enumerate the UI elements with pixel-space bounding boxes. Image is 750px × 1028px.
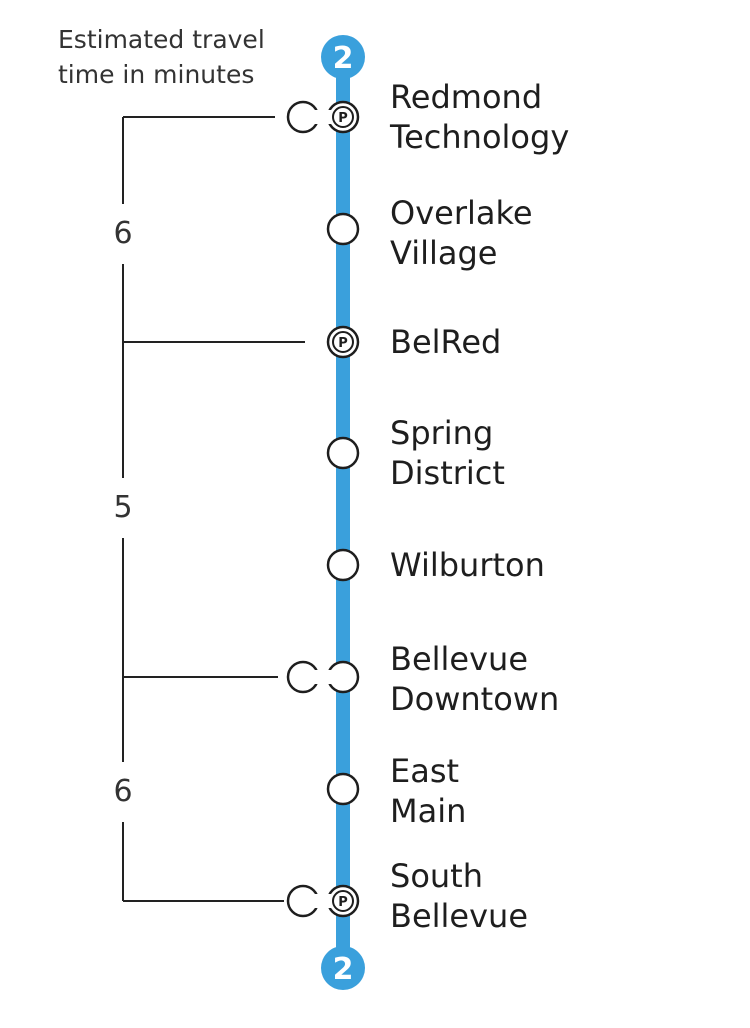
station-name-line-1: Wilburton bbox=[390, 546, 545, 584]
station-name-line-1: Bellevue bbox=[390, 640, 528, 678]
svg-text:P: P bbox=[338, 111, 348, 126]
station-spring-district: Spring District bbox=[326, 414, 505, 492]
caption-line-1: Estimated travel bbox=[58, 25, 265, 54]
parking-icon: P bbox=[332, 106, 354, 128]
line-badge-number: 2 bbox=[333, 952, 354, 987]
line-badge-circle bbox=[321, 946, 365, 990]
transfer-connector bbox=[313, 110, 338, 124]
travel-time-belred-to-bellevue-downtown: 5 bbox=[113, 490, 132, 525]
station-overlake-village: Overlake Village bbox=[326, 194, 533, 272]
transfer-connector bbox=[313, 894, 338, 908]
station-name-line-1: Overlake bbox=[390, 194, 533, 232]
station-name-line-2: Technology bbox=[389, 118, 569, 156]
svg-text:P: P bbox=[338, 895, 348, 910]
station-east-main: East Main bbox=[326, 752, 466, 830]
line-badge-top: 2 bbox=[321, 35, 365, 79]
transfer-connector bbox=[313, 670, 338, 684]
station-name-line-1: BelRed bbox=[390, 323, 501, 361]
line-badge-bottom: 2 bbox=[321, 946, 365, 990]
line-badge-circle bbox=[321, 35, 365, 79]
station-wilburton: Wilburton bbox=[326, 546, 545, 584]
station-south-bellevue: P South Bellevue bbox=[286, 857, 528, 935]
parking-icon: P bbox=[332, 331, 354, 353]
station-belred: P BelRed bbox=[326, 323, 501, 361]
station-name-line-2: Main bbox=[390, 792, 466, 830]
station-name-line-1: Spring bbox=[390, 414, 493, 452]
station-name-line-2: Downtown bbox=[390, 680, 559, 718]
travel-time-bracket bbox=[122, 116, 305, 902]
line-badge-number: 2 bbox=[333, 41, 354, 76]
travel-time-bellevue-downtown-to-south-bellevue: 6 bbox=[113, 774, 132, 809]
svg-text:P: P bbox=[338, 336, 348, 351]
caption-line-2: time in minutes bbox=[58, 60, 254, 89]
station-marker bbox=[326, 772, 360, 806]
line-track bbox=[336, 60, 350, 960]
station-name-line-1: South bbox=[390, 857, 483, 895]
station-bellevue-downtown: Bellevue Downtown bbox=[286, 640, 559, 718]
station-name-line-2: Bellevue bbox=[390, 897, 528, 935]
parking-icon: P bbox=[332, 890, 354, 912]
station-redmond-technology: P Redmond Technology bbox=[286, 78, 569, 156]
station-name-line-1: Redmond bbox=[390, 78, 542, 116]
station-marker bbox=[326, 436, 360, 470]
station-name-line-2: District bbox=[390, 454, 505, 492]
station-name-line-2: Village bbox=[390, 234, 497, 272]
station-name-line-1: East bbox=[390, 752, 459, 790]
station-marker bbox=[326, 548, 360, 582]
travel-time-redmond-to-belred: 6 bbox=[113, 216, 132, 251]
station-marker bbox=[326, 212, 360, 246]
